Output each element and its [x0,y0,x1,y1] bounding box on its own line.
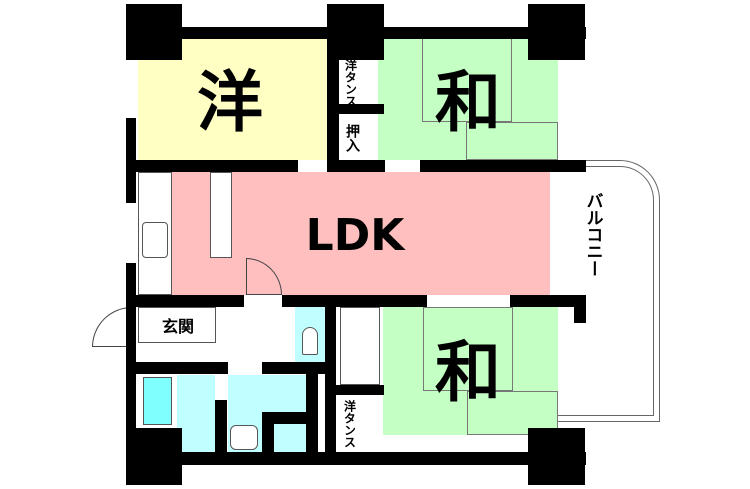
wash-basin [230,425,258,450]
entrance-label: 玄関 [161,317,194,336]
wall [306,374,318,457]
wall [126,295,244,307]
japanese-room-bottom-label: 和 [435,334,501,411]
tatami-line [423,307,513,391]
bathroom [177,375,215,452]
ldk-room [172,172,550,295]
wall [327,160,385,172]
kitchen-island [210,172,232,258]
bathtub [143,377,172,425]
tatami-line [467,391,558,435]
pillar [126,4,182,60]
pillar [327,4,384,60]
balcony [550,160,660,422]
toilet [302,327,318,355]
pillar [126,428,182,485]
oshiire-label: 押入 [340,116,364,160]
wall [420,160,586,172]
japanese-room-bottom [383,307,558,435]
wall [336,385,384,395]
western-room-label: 洋 [197,64,263,141]
wall [574,295,586,323]
closet-bottom-label: 洋タンス [340,396,360,452]
wall [126,160,298,172]
entrance [138,307,216,343]
wall [262,412,274,457]
closet-top-label: 洋タンス [341,58,361,108]
wall [126,362,228,374]
balcony-inner [556,166,654,416]
wall [126,452,586,465]
wall [325,307,336,457]
wall [510,295,586,307]
japanese-room-top-label: 和 [435,64,501,141]
ldk-label: LDK [305,209,405,261]
pillar [528,428,585,485]
balcony-label: バルコニー [582,191,603,277]
tatami-line [466,122,558,160]
wall [282,295,427,307]
wall [215,400,227,455]
wall [262,362,328,374]
wall [327,104,384,114]
storage [340,307,380,385]
sink [142,222,168,258]
wall [327,60,339,172]
pillar [528,4,585,60]
